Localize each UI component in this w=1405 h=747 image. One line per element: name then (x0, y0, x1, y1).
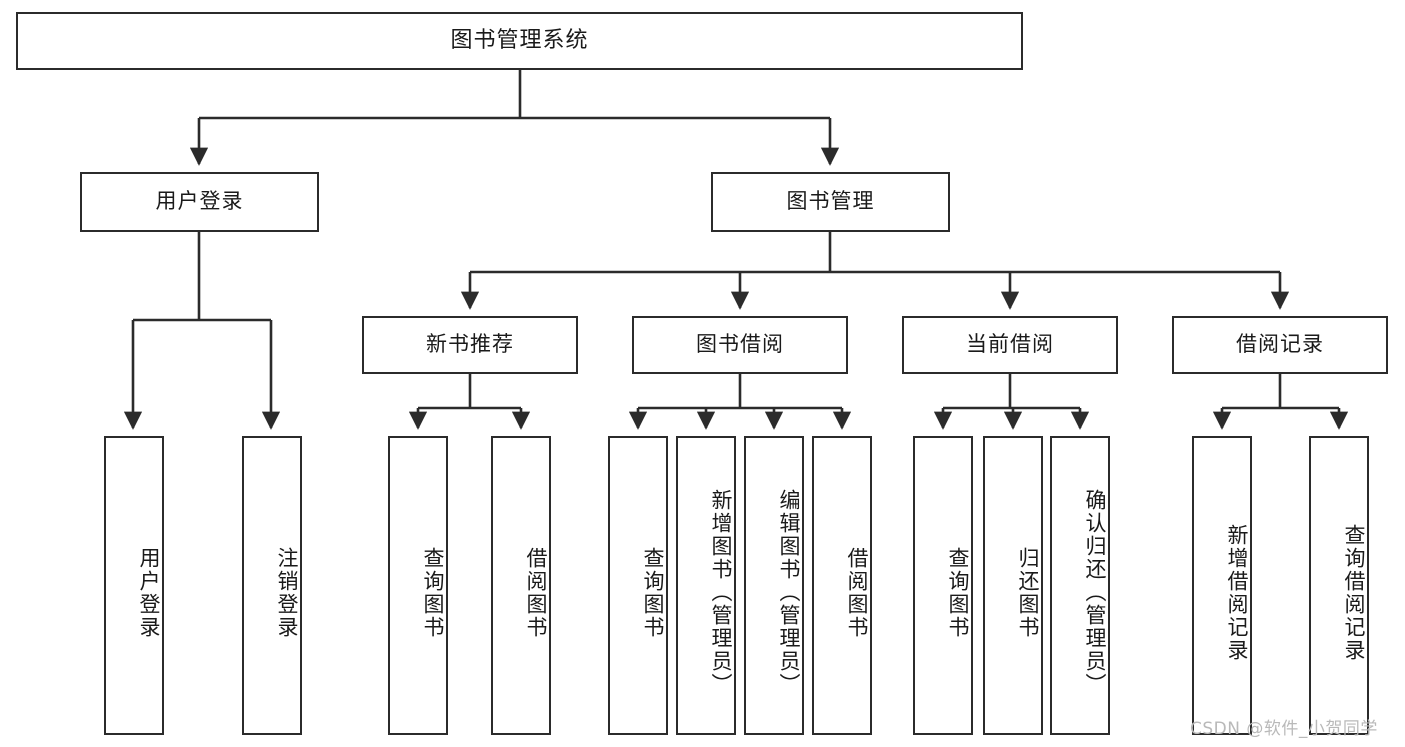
node-leaf-add-record-label: 新增借阅记录 (1225, 523, 1249, 662)
node-leaf-query-record[interactable]: 查询借阅记录 (1309, 436, 1369, 735)
node-leaf-borrow-book-1-label: 借阅图书 (524, 546, 548, 639)
node-new-book-recommend-label: 新书推荐 (426, 332, 514, 357)
node-leaf-logout-label: 注销登录 (275, 546, 299, 639)
node-user-login-label: 用户登录 (155, 189, 244, 214)
node-leaf-return-book-label: 归还图书 (1016, 546, 1040, 639)
node-leaf-query-book-2[interactable]: 查询图书 (608, 436, 668, 735)
node-current-borrow-label: 当前借阅 (966, 332, 1054, 357)
node-current-borrow[interactable]: 当前借阅 (902, 316, 1118, 374)
node-leaf-query-book-1[interactable]: 查询图书 (388, 436, 448, 735)
node-leaf-add-book[interactable]: 新增图书（管理员） (676, 436, 736, 735)
node-leaf-logout[interactable]: 注销登录 (242, 436, 302, 735)
node-book-manage[interactable]: 图书管理 (711, 172, 950, 232)
node-book-borrow-label: 图书借阅 (696, 332, 784, 357)
node-leaf-query-book-3[interactable]: 查询图书 (913, 436, 973, 735)
node-root[interactable]: 图书管理系统 (16, 12, 1023, 70)
node-leaf-borrow-book-2[interactable]: 借阅图书 (812, 436, 872, 735)
node-leaf-confirm-return-label: 确认归还（管理员） (1083, 489, 1107, 696)
csdn-watermark: CSDN @软件_小贺同学 (1190, 719, 1378, 739)
node-leaf-confirm-return[interactable]: 确认归还（管理员） (1050, 436, 1110, 735)
node-leaf-user-login[interactable]: 用户登录 (104, 436, 164, 735)
node-borrow-record-label: 借阅记录 (1236, 332, 1324, 357)
node-leaf-edit-book[interactable]: 编辑图书（管理员） (744, 436, 804, 735)
node-book-manage-label: 图书管理 (786, 189, 875, 214)
node-new-book-recommend[interactable]: 新书推荐 (362, 316, 578, 374)
node-leaf-borrow-book-1[interactable]: 借阅图书 (491, 436, 551, 735)
node-leaf-query-book-2-label: 查询图书 (641, 546, 665, 639)
node-leaf-edit-book-label: 编辑图书（管理员） (777, 489, 801, 696)
node-user-login[interactable]: 用户登录 (80, 172, 319, 232)
node-leaf-query-record-label: 查询借阅记录 (1342, 523, 1366, 662)
node-leaf-return-book[interactable]: 归还图书 (983, 436, 1043, 735)
node-leaf-query-book-3-label: 查询图书 (946, 546, 970, 639)
node-leaf-query-book-1-label: 查询图书 (421, 546, 445, 639)
node-leaf-borrow-book-2-label: 借阅图书 (845, 546, 869, 639)
node-borrow-record[interactable]: 借阅记录 (1172, 316, 1388, 374)
node-leaf-add-record[interactable]: 新增借阅记录 (1192, 436, 1252, 735)
node-root-label: 图书管理系统 (450, 27, 589, 53)
node-leaf-add-book-label: 新增图书（管理员） (709, 489, 733, 696)
node-leaf-user-login-label: 用户登录 (137, 546, 161, 639)
node-book-borrow[interactable]: 图书借阅 (632, 316, 848, 374)
